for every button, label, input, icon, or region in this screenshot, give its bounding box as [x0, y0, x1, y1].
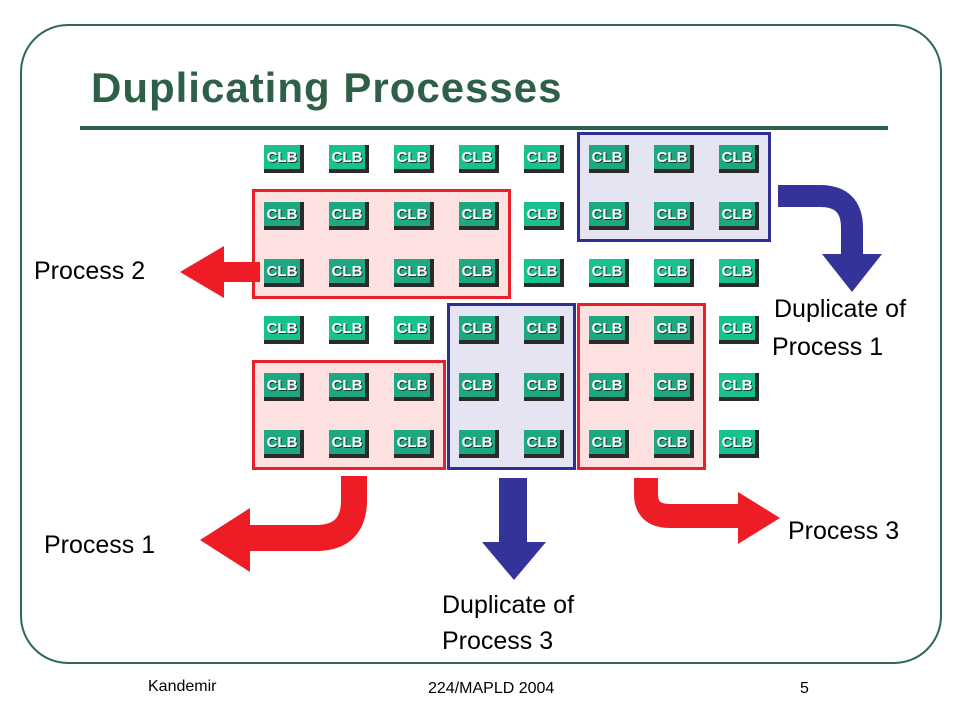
- duplicate-3-label-line1: Duplicate of: [442, 591, 575, 619]
- clb-cell: CLB: [719, 430, 759, 458]
- clb-cell: CLB: [719, 316, 759, 344]
- clb-cell: CLB: [329, 259, 369, 287]
- clb-cell: CLB: [524, 316, 564, 344]
- clb-cell: CLB: [654, 316, 694, 344]
- clb-cell: CLB: [719, 259, 759, 287]
- clb-cell: CLB: [459, 259, 499, 287]
- clb-cell: CLB: [719, 373, 759, 401]
- clb-cell: CLB: [394, 373, 434, 401]
- clb-cell: CLB: [394, 202, 434, 230]
- process-2-label: Process 2: [34, 257, 146, 285]
- clb-cell: CLB: [589, 430, 629, 458]
- clb-cell: CLB: [589, 259, 629, 287]
- process-1-arrow: [200, 476, 367, 572]
- clb-cell: CLB: [524, 373, 564, 401]
- clb-cell: CLB: [589, 316, 629, 344]
- clb-cell: CLB: [719, 145, 759, 173]
- clb-cell: CLB: [654, 373, 694, 401]
- clb-cell: CLB: [329, 430, 369, 458]
- clb-cell: CLB: [524, 202, 564, 230]
- process-3-label: Process 3: [788, 517, 900, 545]
- clb-cell: CLB: [719, 202, 759, 230]
- clb-cell: CLB: [394, 145, 434, 173]
- clb-cell: CLB: [264, 202, 304, 230]
- footer-author: Kandemir: [148, 678, 217, 695]
- clb-cell: CLB: [524, 430, 564, 458]
- slide-title: Duplicating Processes: [91, 64, 563, 111]
- clb-cell: CLB: [459, 316, 499, 344]
- duplicate-3-label-line2: Process 3: [442, 627, 554, 655]
- clb-cell: CLB: [264, 373, 304, 401]
- clb-cell: CLB: [329, 145, 369, 173]
- process-2-arrow: [180, 246, 260, 298]
- footer-page-number: 5: [800, 680, 809, 697]
- clb-cell: CLB: [264, 430, 304, 458]
- footer-event: 224/MAPLD 2004: [428, 680, 555, 697]
- clb-cell: CLB: [264, 145, 304, 173]
- clb-cell: CLB: [459, 202, 499, 230]
- clb-cell: CLB: [264, 259, 304, 287]
- clb-cell: CLB: [329, 373, 369, 401]
- process-3-arrow: [634, 478, 780, 544]
- clb-cell: CLB: [524, 259, 564, 287]
- clb-cell: CLB: [654, 145, 694, 173]
- clb-cell: CLB: [459, 373, 499, 401]
- process-1-label: Process 1: [44, 531, 156, 559]
- title-underline: [80, 126, 888, 130]
- duplicate-1-arrow: [778, 185, 882, 292]
- clb-cell: CLB: [394, 259, 434, 287]
- clb-cell: CLB: [589, 145, 629, 173]
- clb-cell: CLB: [264, 316, 304, 344]
- clb-cell: CLB: [654, 430, 694, 458]
- duplicate-3-arrow: [482, 478, 546, 580]
- clb-cell: CLB: [654, 259, 694, 287]
- clb-cell: CLB: [394, 316, 434, 344]
- clb-cell: CLB: [524, 145, 564, 173]
- clb-cell: CLB: [394, 430, 434, 458]
- duplicate-1-label-line2: Process 1: [772, 333, 884, 361]
- clb-cell: CLB: [329, 202, 369, 230]
- clb-cell: CLB: [589, 373, 629, 401]
- duplicate-1-label-line1: Duplicate of: [774, 295, 907, 323]
- slide-frame: [20, 24, 942, 664]
- clb-cell: CLB: [459, 430, 499, 458]
- clb-cell: CLB: [654, 202, 694, 230]
- clb-cell: CLB: [329, 316, 369, 344]
- clb-cell: CLB: [459, 145, 499, 173]
- clb-cell: CLB: [589, 202, 629, 230]
